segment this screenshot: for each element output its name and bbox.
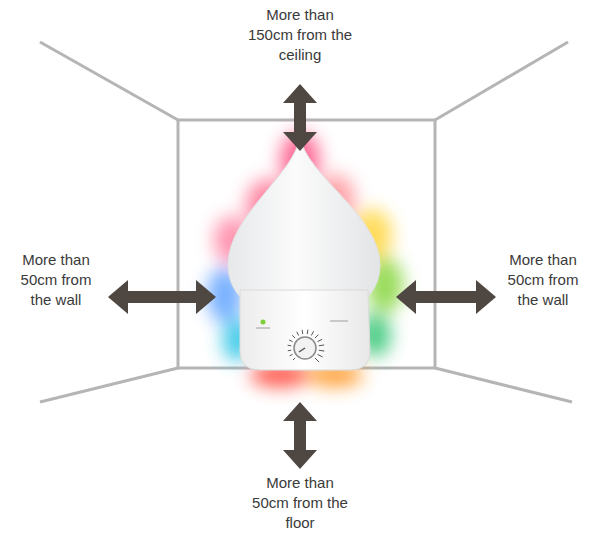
- dial-tick: [307, 330, 309, 335]
- dial-tick: [302, 330, 304, 334]
- panel-mark: [256, 327, 270, 329]
- distance-label: More than 150cm from the ceiling: [244, 5, 356, 65]
- dial-tick: [288, 345, 292, 347]
- indicator-light: [261, 320, 266, 325]
- dial-tick: [315, 335, 319, 339]
- dial-tick: [290, 354, 293, 355]
- dial-tick: [292, 335, 295, 338]
- dial-tick: [319, 350, 325, 352]
- distance-label: More than 50cm from the wall: [507, 250, 579, 310]
- distance-arrows: [108, 84, 496, 469]
- control-dial: [288, 330, 325, 363]
- panel-mark: [330, 320, 348, 322]
- rainbow-glow: [207, 132, 403, 387]
- dial-tick: [293, 358, 295, 360]
- dial-tick: [297, 332, 299, 336]
- dial-tick: [317, 339, 322, 341]
- dial-tick: [319, 344, 324, 346]
- dial-tick: [311, 331, 313, 335]
- distance-label: More than 50cm from the floor: [248, 473, 352, 533]
- dial-tick: [315, 358, 319, 362]
- base: [240, 290, 370, 370]
- dial-tick: [289, 340, 292, 342]
- room-outline: [40, 42, 572, 402]
- distance-label: More than 50cm from the wall: [20, 250, 92, 310]
- dial-tick: [317, 354, 322, 357]
- dial-tick: [288, 350, 291, 352]
